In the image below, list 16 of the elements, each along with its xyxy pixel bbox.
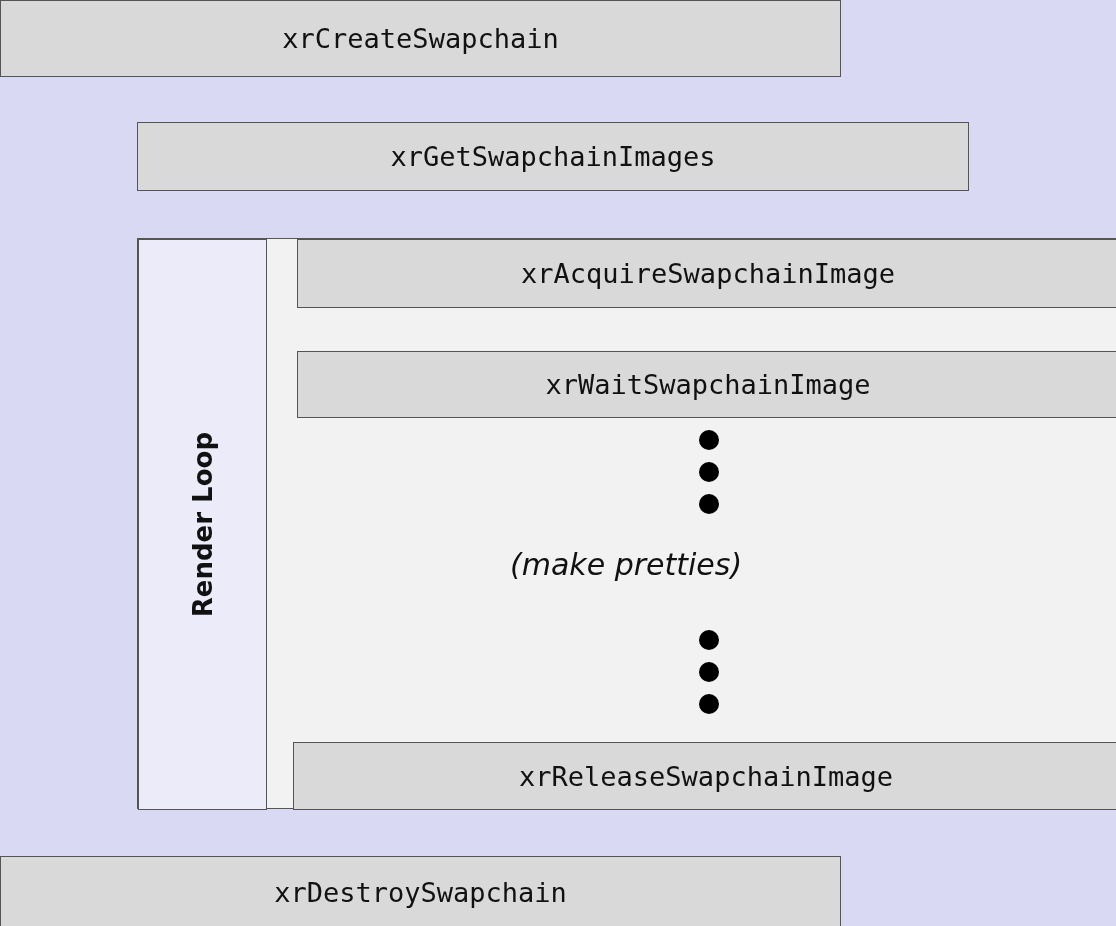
render-loop-panel: [137, 238, 1116, 809]
function-box: [0, 0, 841, 77]
function-name: xrGetSwapchainImages: [390, 141, 716, 172]
function-box: [293, 742, 1116, 810]
note-text: (make pretties): [510, 547, 743, 582]
function-name: xrAcquireSwapchainImage: [521, 258, 895, 289]
loop-band: [138, 239, 267, 810]
function-box: [297, 239, 1116, 308]
function-box: [0, 856, 841, 926]
function-name: xrReleaseSwapchainImage: [519, 760, 893, 792]
function-name: xrDestroySwapchain: [274, 876, 567, 908]
function-name: xrCreateSwapchain: [282, 23, 559, 54]
function-box: [137, 122, 969, 191]
function-box: [297, 351, 1116, 418]
loop-title: Render Loop: [187, 431, 218, 618]
function-name: xrWaitSwapchainImage: [545, 369, 871, 400]
